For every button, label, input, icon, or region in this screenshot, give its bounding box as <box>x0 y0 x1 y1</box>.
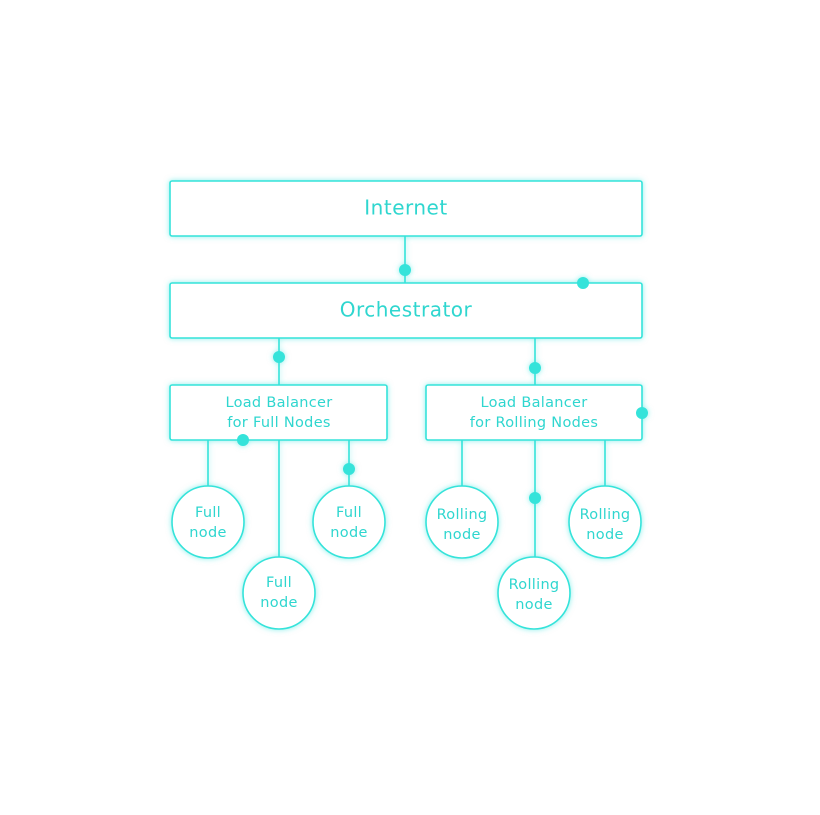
rolling-node-3-line2: node <box>586 527 623 543</box>
rolling-node-3: Rolling node <box>568 485 642 559</box>
signal-dot <box>237 434 249 446</box>
full-node-1-line1: Full <box>195 505 221 521</box>
full-node-3-line2: node <box>330 525 367 541</box>
rolling-node-3-line1: Rolling <box>580 507 631 523</box>
internet-label: Internet <box>364 196 447 220</box>
load-balancer-rolling-label-line2: for Rolling Nodes <box>470 415 598 431</box>
full-node-1: Full node <box>171 485 245 559</box>
rolling-node-1-line2: node <box>443 527 480 543</box>
load-balancer-full-label-line2: for Full Nodes <box>227 415 331 431</box>
orchestrator-label: Orchestrator <box>340 298 473 322</box>
signal-dot <box>399 264 411 276</box>
orchestrator-box: Orchestrator <box>169 282 643 339</box>
rolling-node-2: Rolling node <box>497 556 571 630</box>
full-node-3-line1: Full <box>336 505 362 521</box>
rolling-node-2-line1: Rolling <box>509 577 560 593</box>
signal-dot <box>529 492 541 504</box>
signal-dot <box>529 362 541 374</box>
load-balancer-rolling-box: Load Balancer for Rolling Nodes <box>425 384 643 441</box>
signal-dot <box>343 463 355 475</box>
full-node-2-line2: node <box>260 595 297 611</box>
internet-box: Internet <box>169 180 643 237</box>
signal-dots <box>237 264 648 504</box>
full-node-2-line1: Full <box>266 575 292 591</box>
full-node-1-line2: node <box>189 525 226 541</box>
full-node-3: Full node <box>312 485 386 559</box>
full-node-2: Full node <box>242 556 316 630</box>
rolling-node-1-line1: Rolling <box>437 507 488 523</box>
signal-dot <box>636 407 648 419</box>
load-balancer-rolling-label-line1: Load Balancer <box>480 395 587 411</box>
load-balancer-full-box: Load Balancer for Full Nodes <box>169 384 388 441</box>
rolling-node-2-line2: node <box>515 597 552 613</box>
load-balancer-full-label-line1: Load Balancer <box>225 395 332 411</box>
signal-dot <box>577 277 589 289</box>
signal-dot <box>273 351 285 363</box>
rolling-node-1: Rolling node <box>425 485 499 559</box>
